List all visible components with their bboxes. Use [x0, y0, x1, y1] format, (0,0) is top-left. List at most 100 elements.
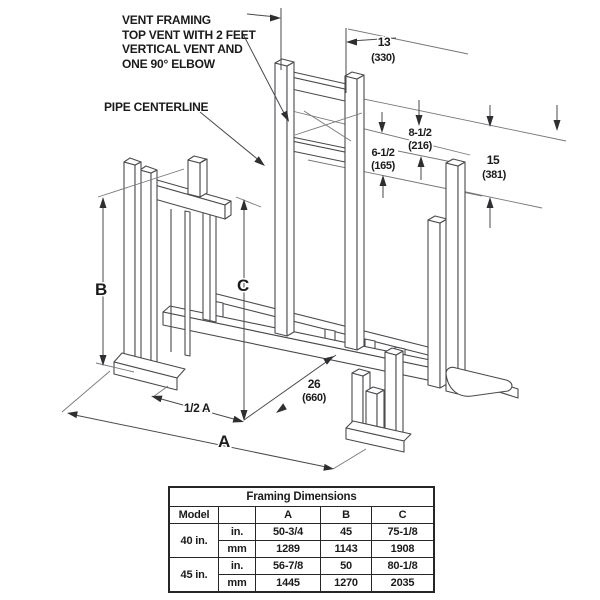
vent-framing-leader	[242, 33, 287, 118]
dim-b-label: B	[95, 280, 107, 299]
chase-left-stud-cap	[274, 58, 295, 67]
chase-left-stud-side	[286, 61, 295, 337]
value-b: 45	[320, 523, 372, 541]
arrowhead	[379, 175, 387, 186]
arrowhead	[240, 199, 248, 210]
pipe-centerline-cross	[303, 110, 352, 142]
left-wall-stud-1-cap	[123, 157, 142, 166]
table-row: 40 in. in. 50-3/4 45 75-1/8	[168, 523, 435, 558]
arrowhead	[486, 197, 494, 208]
arrowhead	[553, 120, 561, 131]
chase-right-stud-cap	[344, 71, 365, 80]
corner-assembly	[345, 347, 412, 453]
witness-line	[95, 362, 135, 373]
dim-a-line	[69, 413, 332, 469]
arrowhead	[415, 115, 423, 126]
vent-framing-callout: VENT FRAMING TOP VENT WITH 2 FEET VERTIC…	[122, 13, 256, 71]
curved-base-board	[445, 366, 513, 397]
left-wall-stud-1	[123, 161, 136, 369]
right-tall-stud-cap	[445, 158, 466, 167]
cripple-stud	[187, 159, 201, 198]
cripple-stud-side	[199, 158, 208, 198]
tick-reference-line	[397, 150, 453, 163]
left-wall-back-stud	[184, 210, 191, 357]
corner-tall-stud	[384, 351, 397, 438]
arrowhead	[99, 355, 107, 366]
arrowhead	[99, 197, 107, 208]
dim-26-in-label: 26	[308, 377, 321, 391]
col-header-c: C	[371, 506, 435, 524]
arrowhead	[323, 463, 334, 471]
dim-8half-mm-label: (216)	[408, 140, 432, 152]
dim-15-mm-label: (381)	[482, 169, 506, 181]
cripple-stud-cap	[187, 155, 207, 164]
arrowhead	[151, 395, 163, 403]
witness-line	[61, 370, 111, 413]
arrowhead	[323, 356, 334, 365]
top-reference-line	[347, 28, 469, 55]
witness-line	[332, 448, 367, 470]
header-beam-end-face	[224, 200, 232, 220]
chase-right-stud	[344, 75, 358, 351]
value-b: 1143	[320, 540, 372, 558]
stud-top-reference-line	[451, 188, 543, 209]
pipe-centerline-cross	[294, 112, 363, 136]
dim-a-label: A	[218, 432, 230, 451]
corner-base-front-face	[345, 427, 405, 453]
value-c: 75-1/8	[371, 523, 435, 541]
arrowhead	[232, 415, 244, 423]
left-wall-stud-2-cap	[139, 165, 158, 174]
table-row: 45 in. in. 56-7/8 50 80-1/8	[168, 557, 435, 593]
mid-reference-line	[287, 109, 471, 156]
left-wall-stud-2-side	[150, 169, 158, 373]
col-header-unit	[218, 506, 256, 524]
dimension-labels: 13 (330) 6-1/2 (165) 8-1/2 (216) 15 (381…	[94, 34, 509, 453]
table-header-row: Model A B C	[168, 506, 435, 524]
arrowhead	[486, 116, 494, 127]
corner-tall-stud-cap	[384, 347, 404, 356]
pipe-centerline-leader	[199, 111, 262, 163]
upper-reference-line	[329, 91, 567, 142]
model-cell: 40 in.	[168, 523, 219, 558]
col-header-b: B	[320, 506, 372, 524]
corner-tall-stud-side	[395, 350, 404, 438]
arrowhead	[346, 38, 357, 46]
value-c: 2035	[371, 574, 435, 593]
dim-26-mm-label: (660)	[302, 392, 326, 404]
dim-half-a-line	[153, 396, 242, 422]
left-wall-frame	[113, 155, 232, 391]
dim-26-line	[243, 354, 337, 421]
col-header-model: Model	[168, 506, 219, 524]
dim-15-in-label: 15	[487, 153, 500, 167]
right-tall-stud-side	[457, 161, 466, 395]
isometric-framing-drawing: 13 (330) 6-1/2 (165) 8-1/2 (216) 15 (381…	[61, 8, 567, 471]
unit-cell: mm	[218, 574, 256, 593]
dim-half-a-label: 1/2 A	[184, 401, 211, 415]
unit-cell: mm	[218, 540, 256, 558]
framing-dimensions-table: Framing Dimensions Model A B C 40 in. in…	[168, 486, 435, 593]
value-c: 1908	[371, 540, 435, 558]
pipe-centerline-callout: PIPE CENTERLINE	[104, 100, 209, 114]
value-a: 56-7/8	[255, 557, 321, 575]
witness-line	[97, 168, 185, 198]
left-wall-stud-1-side	[134, 161, 142, 369]
left-wall-sill-front-face	[113, 361, 178, 391]
dim-13-mm-label: (330)	[371, 52, 395, 64]
table-title-row: Framing Dimensions	[168, 486, 435, 507]
right-wall-frame	[427, 158, 519, 399]
reference-lines	[287, 28, 567, 209]
corner-mid-stud-cap	[351, 368, 371, 377]
right-tall-stud	[445, 162, 459, 395]
table-title: Framing Dimensions	[168, 486, 435, 507]
left-wall-stud-2	[139, 169, 152, 373]
arrowhead	[280, 110, 289, 122]
arrowhead	[417, 156, 425, 167]
arrowhead	[254, 156, 265, 166]
value-c: 80-1/8	[371, 557, 435, 575]
unit-cell: in.	[218, 523, 256, 541]
table-row: mm 1445 1270 2035	[169, 574, 435, 593]
dim-c-label: C	[237, 276, 249, 295]
arrowhead	[378, 122, 386, 133]
dimension-layer	[61, 8, 561, 471]
